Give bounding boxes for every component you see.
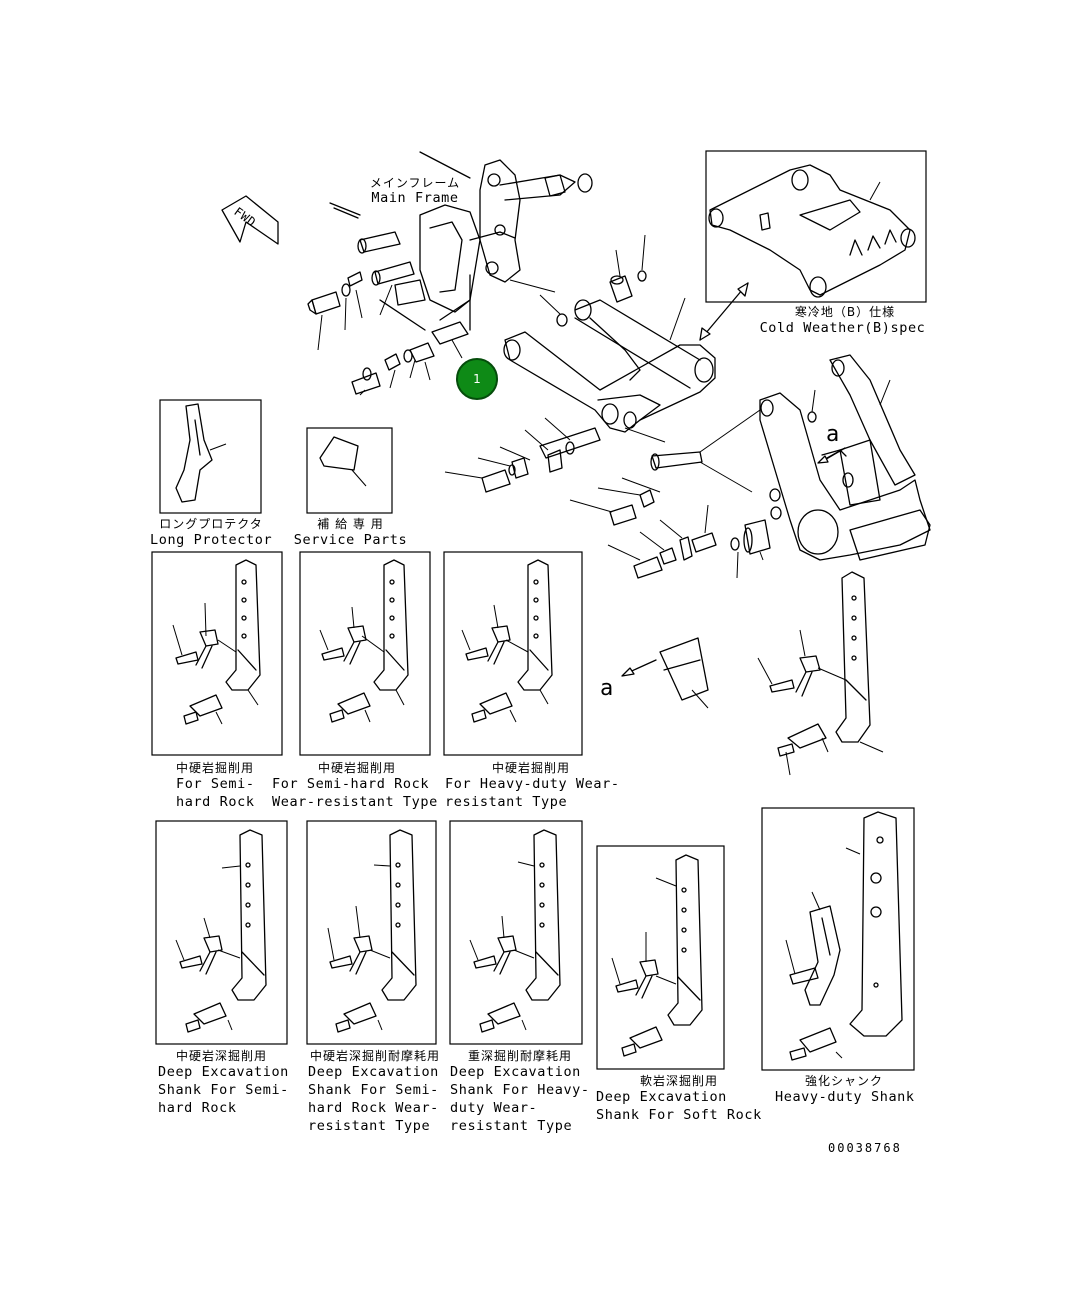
callout-marker-label: 1: [473, 372, 481, 386]
long-protector-label-jp: ロングプロテクタ: [159, 517, 263, 531]
service-parts-label-jp: 補 給 専 用: [317, 517, 384, 531]
service-parts-label-en: Service Parts: [293, 532, 408, 548]
cold-weather-beam: [708, 164, 916, 298]
ripper-beam-link: [444, 234, 716, 493]
arrow-a-label: a: [826, 422, 840, 447]
callout-marker-1[interactable]: 1: [456, 358, 498, 400]
semi-hard-wear-label-en2: Wear-resistant Type: [272, 794, 438, 810]
shank-box-heavy-duty: [761, 807, 915, 1071]
deep-heavy-label-en3: duty Wear-: [450, 1100, 538, 1116]
deep-semi-label-en1: Deep Excavation: [158, 1064, 289, 1080]
soft-rock-label-jp: 軟岩深掘削用: [640, 1074, 719, 1088]
long-protector-label-en: Long Protector: [150, 532, 273, 548]
deep-semi-label-en3: hard Rock: [158, 1100, 237, 1116]
main-frame-assembly: [307, 151, 593, 396]
heavy-wear-label-en1: For Heavy-duty Wear-: [445, 776, 620, 792]
semi-hard-label-en2: hard Rock: [176, 794, 255, 810]
main-frame-label-jp: メインフレーム: [369, 176, 461, 190]
service-parts-part: [319, 436, 367, 487]
semi-hard-label-en1: For Semi-: [176, 776, 255, 792]
cold-weather-label-en: Cold Weather(B)spec: [759, 320, 926, 336]
deep-heavy-label-en1: Deep Excavation: [450, 1064, 581, 1080]
shank-holder-assembly: [569, 354, 931, 579]
deep-heavy-label-jp: 重深掘削耐摩耗用: [468, 1049, 573, 1063]
soft-rock-label-en1: Deep Excavation: [596, 1089, 727, 1105]
deep-semi-wear-label-jp: 中硬岩深掘削耐摩耗用: [310, 1049, 441, 1063]
shank-box-deep-heavy-wear: [449, 820, 583, 1045]
shank-box-semi-hard-wear: [299, 551, 431, 756]
detail-a-plate: [621, 637, 709, 709]
detail-a-label: a: [600, 676, 614, 701]
heavy-shank-label-jp: 強化シャンク: [805, 1074, 884, 1088]
shank-box-deep-semi-hard: [155, 820, 288, 1045]
semi-hard-wear-label-en1: For Semi-hard Rock: [272, 776, 430, 792]
deep-semi-label-jp: 中硬岩深掘削用: [176, 1049, 268, 1063]
shank-box-soft-rock: [596, 845, 725, 1070]
fwd-arrow-icon: [221, 195, 279, 245]
deep-semi-wear-label-en2: Shank For Semi-: [308, 1082, 439, 1098]
arrow-a-pointer: [817, 447, 846, 464]
deep-semi-wear-label-en1: Deep Excavation: [308, 1064, 439, 1080]
cold-weather-link-arrow: [699, 282, 749, 341]
main-frame-label-en: Main Frame: [371, 190, 459, 206]
semi-hard-wear-label-jp: 中硬岩掘削用: [318, 761, 397, 775]
deep-heavy-label-en4: resistant Type: [450, 1118, 573, 1134]
service-parts-box: [306, 427, 393, 514]
drawing-number: 00038768: [828, 1141, 902, 1155]
cold-weather-spec-box: [705, 150, 927, 303]
heavy-shank-label-en: Heavy-duty Shank: [775, 1089, 915, 1105]
long-protector-box: [159, 399, 262, 514]
cold-weather-label-jp: 寒冷地（B）仕様: [794, 305, 896, 319]
shank-box-heavy-wear: [443, 551, 583, 756]
heavy-wear-label-en2: resistant Type: [445, 794, 568, 810]
soft-rock-label-en2: Shank For Soft Rock: [596, 1107, 762, 1123]
shank-standalone-detail: [757, 571, 884, 776]
shank-box-semi-hard: [151, 551, 283, 756]
deep-semi-wear-label-en3: hard Rock Wear-: [308, 1100, 439, 1116]
heavy-wear-label-jp: 中硬岩掘削用: [492, 761, 571, 775]
deep-semi-label-en2: Shank For Semi-: [158, 1082, 289, 1098]
semi-hard-label-jp: 中硬岩掘削用: [176, 761, 255, 775]
long-protector-part: [175, 403, 227, 503]
deep-semi-wear-label-en4: resistant Type: [308, 1118, 431, 1134]
deep-heavy-label-en2: Shank For Heavy-: [450, 1082, 590, 1098]
shank-box-deep-semi-hard-wear: [306, 820, 437, 1045]
